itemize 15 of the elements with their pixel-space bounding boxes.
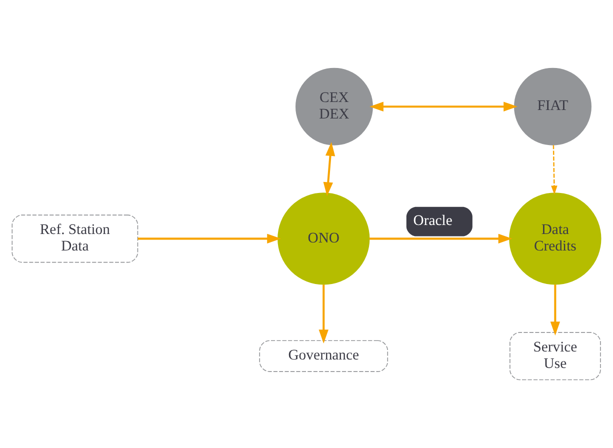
node-circle: ONO [278,192,370,285]
arrow [323,142,336,196]
arrow [318,284,328,344]
node-box: Governance [259,340,388,372]
node-circle: CEX DEX [296,68,373,146]
arrow [138,234,281,244]
node-circle: FIAT [514,68,592,146]
arrow [369,234,512,244]
arrow [550,284,560,336]
edge-label: Oracle [413,213,452,230]
node-circle: Data Credits [509,192,602,285]
arrow [551,145,558,195]
arrow [370,102,518,112]
node-box: Ref. Station Data [12,214,138,263]
node-box: Service Use [510,332,601,380]
